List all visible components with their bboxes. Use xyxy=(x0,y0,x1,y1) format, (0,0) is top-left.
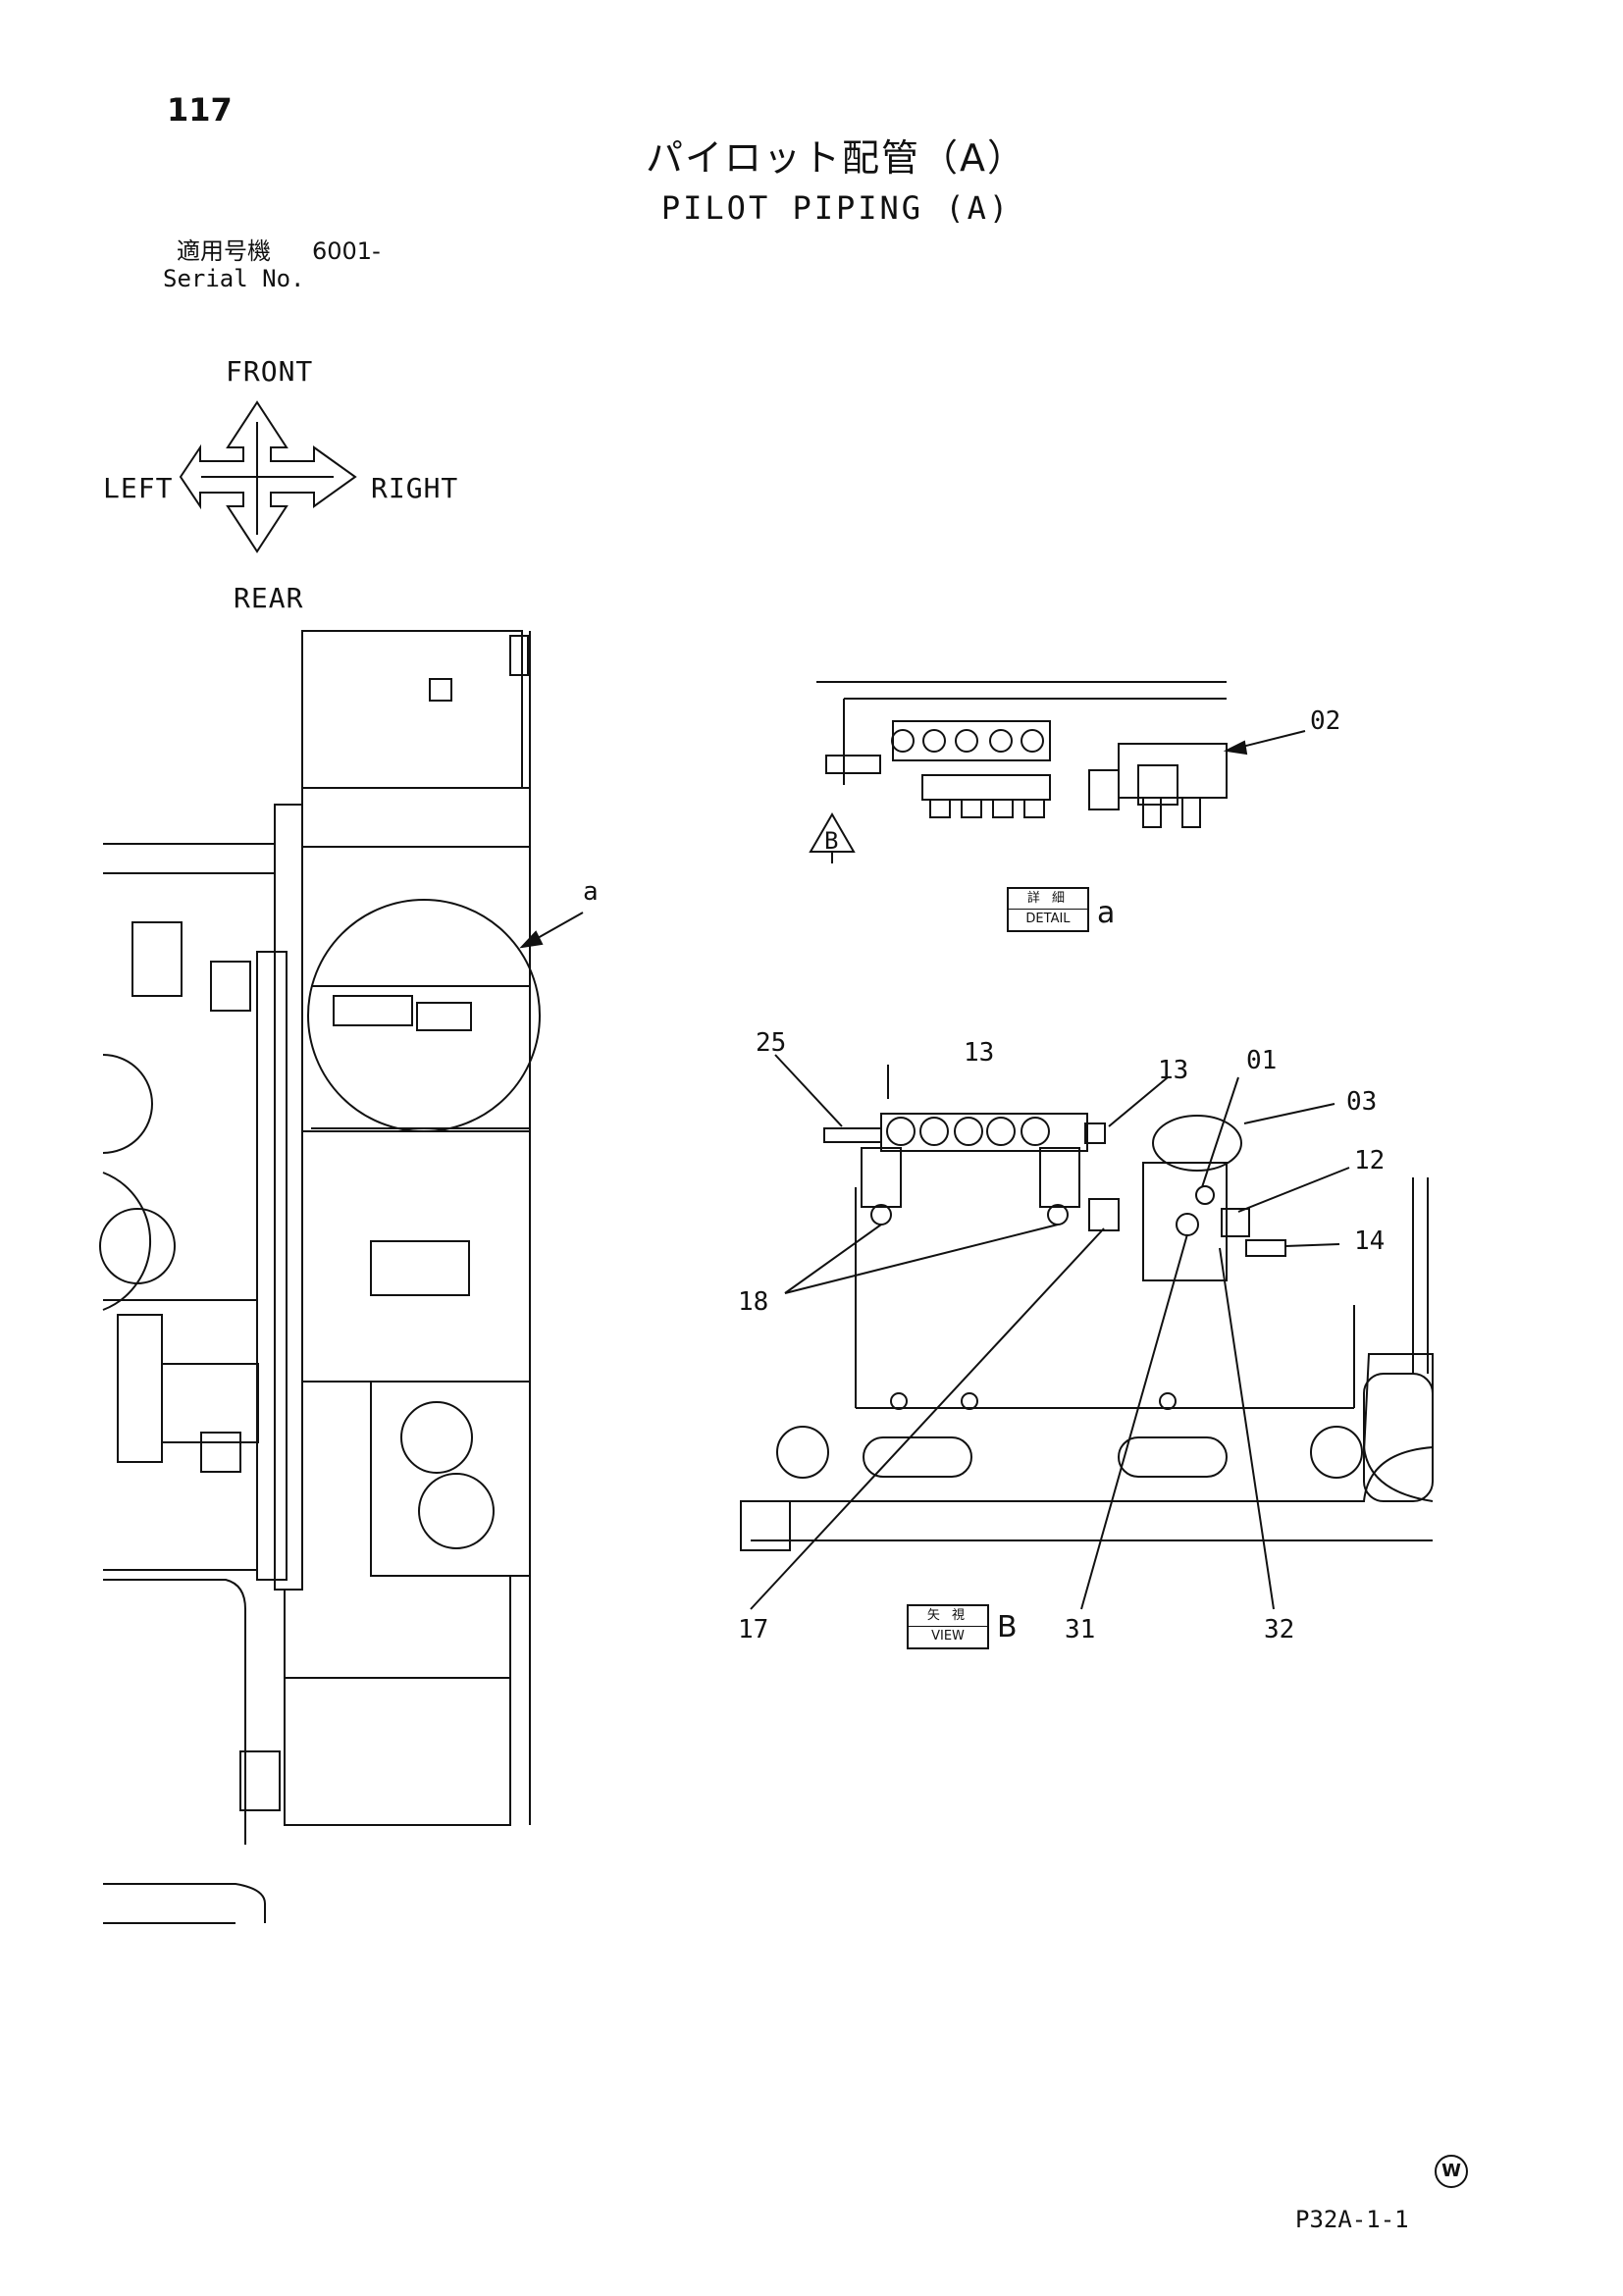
view-letter: B xyxy=(997,1610,1018,1644)
detail-label-box: 詳 細 DETAIL xyxy=(1007,887,1089,932)
callout-25: 25 xyxy=(756,1028,787,1058)
detail-label-japanese: 詳 細 xyxy=(1009,889,1087,910)
callout-13-right: 13 xyxy=(1158,1056,1189,1085)
callout-31: 31 xyxy=(1065,1615,1096,1644)
callout-03: 03 xyxy=(1346,1087,1378,1117)
detail-a-drawing xyxy=(809,681,1306,863)
w-circle-mark: W xyxy=(1435,2155,1468,2188)
title-english: PILOT PIPING (A) xyxy=(660,189,1012,227)
callout-14: 14 xyxy=(1354,1226,1386,1256)
callout-12: 12 xyxy=(1354,1146,1386,1175)
callout-17: 17 xyxy=(738,1615,769,1644)
drawing-code: P32A-1-1 xyxy=(1295,2206,1409,2233)
view-label-english: VIEW xyxy=(931,1629,965,1644)
serial-label-japanese: 適用号機 xyxy=(177,237,271,265)
callout-02: 02 xyxy=(1310,706,1341,736)
compass-left-label: LEFT xyxy=(103,472,174,504)
compass-front-label: FRONT xyxy=(226,355,314,388)
callout-detail-a-marker: a xyxy=(583,877,599,907)
title-japanese: パイロット配管（A） xyxy=(646,136,1026,180)
serial-value: 6001- xyxy=(312,237,381,265)
callout-01: 01 xyxy=(1246,1046,1278,1075)
callout-13-left: 13 xyxy=(964,1038,995,1068)
machine-overview-drawing xyxy=(99,630,584,1924)
callout-18: 18 xyxy=(738,1287,769,1317)
callout-view-b-marker: B xyxy=(824,827,839,855)
detail-letter: a xyxy=(1097,896,1116,930)
view-b-drawing xyxy=(740,1054,1434,1610)
serial-label-english: Serial No. xyxy=(163,265,305,292)
compass-rear-label: REAR xyxy=(234,582,304,614)
callout-32: 32 xyxy=(1264,1615,1295,1644)
compass-arrow-icon xyxy=(179,400,357,553)
view-label-japanese: 矢 視 xyxy=(909,1606,987,1627)
page-number: 117 xyxy=(167,91,233,129)
view-label-box: 矢 視 VIEW xyxy=(907,1604,989,1649)
detail-label-english: DETAIL xyxy=(1025,912,1071,926)
compass-right-label: RIGHT xyxy=(371,472,459,504)
